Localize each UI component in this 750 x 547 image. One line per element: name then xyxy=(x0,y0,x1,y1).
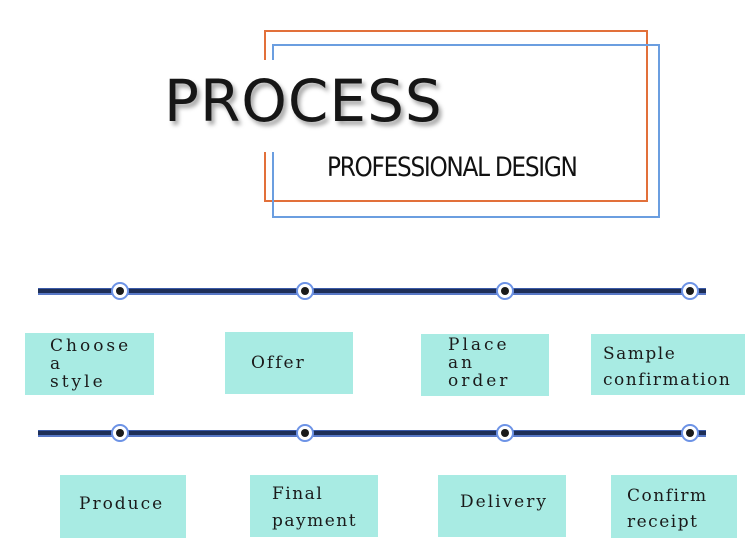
timeline-row-1 xyxy=(38,289,706,293)
step-box-delivery: Delivery xyxy=(438,475,566,537)
timeline-node xyxy=(681,424,699,442)
step-label: Produce xyxy=(79,494,165,514)
page-subtitle: PROFESSIONAL DESIGN xyxy=(327,152,578,183)
timeline-node xyxy=(496,282,514,300)
step-box-produce: Produce xyxy=(60,475,186,538)
title-frame-gap xyxy=(200,60,286,152)
timeline-node xyxy=(681,282,699,300)
step-box-place-order: Place an order xyxy=(421,334,549,396)
timeline-node xyxy=(111,282,129,300)
step-label: Place an order xyxy=(448,335,511,391)
step-box-final-payment: Final payment xyxy=(250,475,378,537)
timeline-row-2 xyxy=(38,431,706,435)
timeline-node xyxy=(111,424,129,442)
timeline-node xyxy=(496,424,514,442)
step-box-sample-confirmation: Sample confirmation xyxy=(591,334,745,395)
step-label: Offer xyxy=(251,353,306,373)
step-box-offer: Offer xyxy=(225,332,353,394)
step-box-choose-style: Choose a style xyxy=(25,333,154,395)
step-label: Sample confirmation xyxy=(603,344,732,390)
page-title: PROCESS xyxy=(164,67,443,135)
step-label: Delivery xyxy=(460,492,548,512)
step-label: Final payment xyxy=(272,484,358,531)
step-box-confirm-receipt: Confirm receipt xyxy=(611,475,737,538)
step-label: Confirm receipt xyxy=(627,486,708,532)
timeline-node xyxy=(296,282,314,300)
timeline-node xyxy=(296,424,314,442)
step-label: Choose a style xyxy=(50,336,132,392)
